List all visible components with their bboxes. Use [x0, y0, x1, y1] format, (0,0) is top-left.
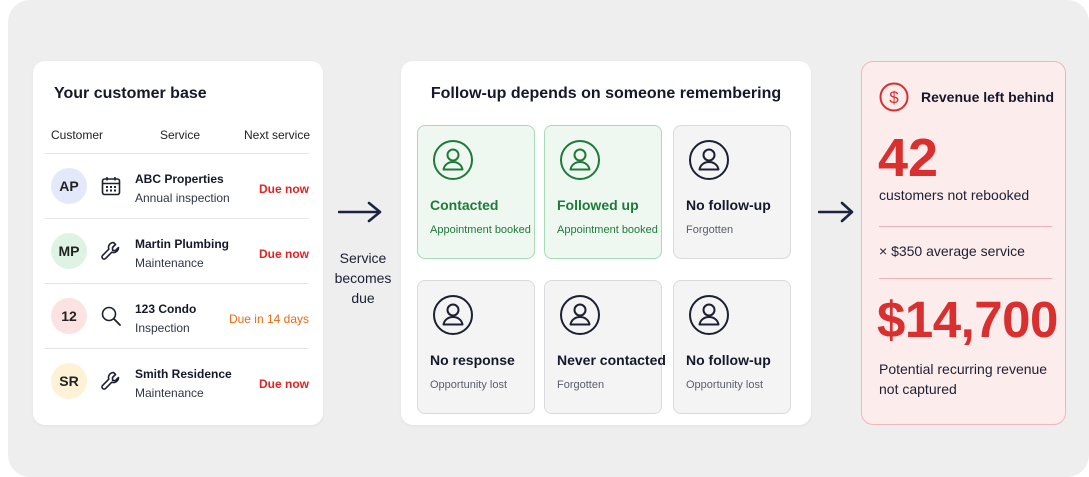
follow-up-card: No response Opportunity lost: [417, 280, 535, 414]
person-icon: [689, 295, 729, 335]
card-title: Never contacted: [557, 352, 666, 368]
dollar-icon: $: [879, 82, 909, 112]
divider: [879, 278, 1052, 279]
person-icon: [560, 295, 600, 335]
customer-row: 12 123 Condo Inspection Due in 14 days: [45, 284, 309, 348]
average-service-multiplier: × $350 average service: [879, 243, 1025, 259]
customer-row: SR Smith Residence Maintenance Due now: [45, 349, 309, 413]
customer-base-title: Your customer base: [54, 85, 207, 102]
card-title: Followed up: [557, 197, 639, 213]
follow-up-title: Follow-up depends on someone remembering: [430, 85, 782, 102]
customer-avatar: 12: [51, 298, 87, 334]
follow-up-card: Never contacted Forgotten: [544, 280, 666, 414]
due-status: Due now: [259, 247, 309, 261]
person-icon: [433, 295, 473, 335]
revenue-title: Revenue left behind: [921, 89, 1055, 105]
service-type: Inspection: [135, 321, 190, 335]
search-icon: [101, 306, 121, 326]
wrench-icon: [101, 371, 120, 390]
service-type: Maintenance: [135, 256, 204, 270]
customer-base-panel: Your customer base Customer Service Next…: [33, 61, 323, 425]
card-subtitle: Appointment booked: [430, 224, 531, 236]
wrench-icon: [101, 241, 120, 260]
follow-up-card: Followed up Appointment booked: [544, 125, 662, 259]
service-type: Annual inspection: [135, 191, 230, 205]
person-icon: [560, 140, 600, 180]
arrow-right-icon: [338, 201, 382, 223]
card-title: Contacted: [430, 197, 499, 213]
card-title: No response: [430, 352, 515, 368]
customer-name: ABC Properties: [135, 172, 224, 186]
revenue-total: $14,700: [877, 291, 1058, 348]
customer-avatar: AP: [51, 168, 87, 204]
revenue-panel: $ Revenue left behind 42 customers not r…: [861, 61, 1066, 425]
divider: [879, 226, 1052, 227]
transition-label-line: due: [351, 290, 375, 306]
follow-up-card: No follow-up Forgotten: [673, 125, 791, 259]
customers-count-label: customers not rebooked: [879, 187, 1030, 203]
column-header-customer: Customer: [51, 128, 104, 142]
customer-row: MP Martin Plumbing Maintenance Due now: [45, 219, 309, 283]
header-divider: [45, 153, 309, 154]
follow-up-card: No follow-up Opportunity lost: [673, 280, 791, 414]
column-header-service: Service: [160, 128, 201, 142]
row-divider: [45, 283, 309, 284]
arrow-right-icon: [818, 201, 854, 223]
customer-avatar: SR: [51, 363, 87, 399]
svg-text:$: $: [889, 88, 899, 107]
service-becomes-due-label: Service becomes due: [328, 248, 398, 308]
row-divider: [45, 348, 309, 349]
due-status: Due now: [259, 377, 309, 391]
person-icon: [433, 140, 473, 180]
row-divider: [45, 218, 309, 219]
person-icon: [689, 140, 729, 180]
transition-label-line: Service: [339, 250, 387, 266]
card-subtitle: Forgotten: [557, 379, 605, 391]
customer-name: Smith Residence: [135, 367, 232, 381]
column-header-next-service: Next service: [244, 128, 311, 142]
customer-avatar: MP: [51, 233, 87, 269]
card-subtitle: Opportunity lost: [686, 379, 764, 391]
customer-name: Martin Plumbing: [135, 237, 229, 251]
customer-row: AP ABC Properties Annual inspection Due …: [45, 154, 309, 218]
follow-up-panel: Follow-up depends on someone remembering…: [401, 61, 811, 425]
revenue-total-label: Potential recurring revenue not captured: [879, 361, 1048, 397]
follow-up-card: Contacted Appointment booked: [417, 125, 535, 259]
card-title: No follow-up: [686, 197, 771, 213]
transition-label-line: becomes: [334, 270, 392, 286]
calendar-icon: [101, 177, 121, 196]
due-status: Due in 14 days: [228, 312, 309, 326]
customers-count: 42: [878, 128, 939, 188]
card-title: No follow-up: [686, 352, 771, 368]
service-type: Maintenance: [135, 386, 204, 400]
card-subtitle: Appointment booked: [557, 224, 658, 236]
due-status: Due now: [259, 182, 309, 196]
card-subtitle: Opportunity lost: [430, 379, 508, 391]
card-subtitle: Forgotten: [686, 224, 734, 236]
customer-name: 123 Condo: [135, 302, 197, 316]
